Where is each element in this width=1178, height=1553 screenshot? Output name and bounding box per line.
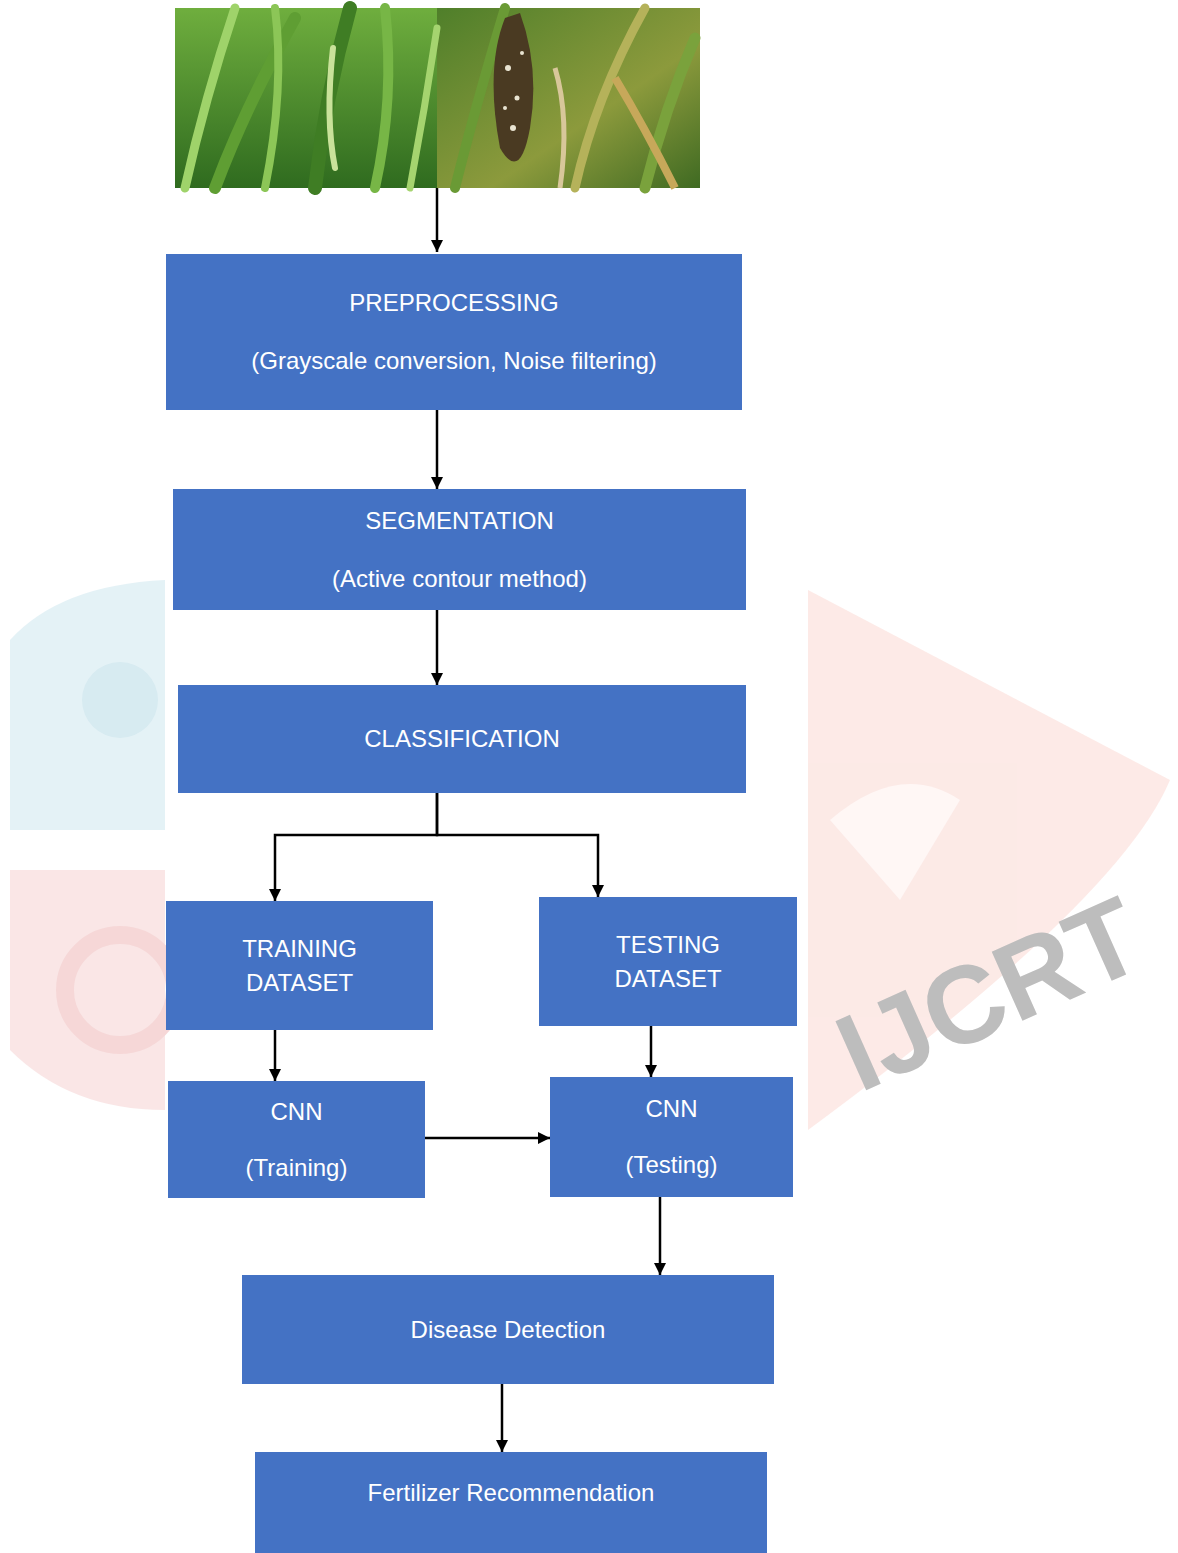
- box-subtext: (Testing): [625, 1148, 717, 1182]
- photo-arrow: [436, 188, 439, 252]
- process-box: Fertilizer Recommendation: [255, 1452, 767, 1553]
- flow-arrow: [650, 1026, 653, 1077]
- watermark-logo: [10, 580, 1170, 1130]
- crop-photo: [175, 8, 700, 188]
- box-heading: TESTING DATASET: [579, 928, 757, 996]
- process-box: CNN (Training): [168, 1081, 425, 1198]
- flow-arrow: [274, 1030, 277, 1081]
- box-subtext: (Grayscale conversion, Noise filtering): [251, 344, 656, 378]
- flow-arrow: [275, 793, 437, 901]
- process-box: PREPROCESSING (Grayscale conversion, Nois…: [166, 254, 742, 410]
- box-subtext: (Active contour method): [332, 562, 587, 596]
- process-box: TESTING DATASET: [539, 897, 797, 1026]
- flow-arrow: [436, 410, 439, 489]
- box-heading: CNN: [646, 1092, 698, 1126]
- box-heading: CNN: [271, 1095, 323, 1129]
- process-box: CLASSIFICATION: [178, 685, 746, 793]
- box-subtext: (Training): [246, 1151, 348, 1185]
- process-box: TRAINING DATASET: [166, 901, 433, 1030]
- flow-arrow: [425, 1137, 550, 1140]
- box-heading: PREPROCESSING: [349, 286, 558, 320]
- process-box: CNN (Testing): [550, 1077, 793, 1197]
- box-heading: CLASSIFICATION: [364, 722, 560, 756]
- box-heading: Disease Detection: [411, 1313, 606, 1347]
- flow-arrow: [659, 1197, 662, 1275]
- process-box: SEGMENTATION (Active contour method): [173, 489, 746, 610]
- process-box: Disease Detection: [242, 1275, 774, 1384]
- flow-arrow: [436, 610, 439, 685]
- box-heading: Fertilizer Recommendation: [368, 1476, 655, 1510]
- flow-arrow: [501, 1384, 504, 1452]
- box-heading: TRAINING DATASET: [206, 932, 393, 1000]
- box-heading: SEGMENTATION: [365, 504, 553, 538]
- flow-arrow: [437, 793, 598, 897]
